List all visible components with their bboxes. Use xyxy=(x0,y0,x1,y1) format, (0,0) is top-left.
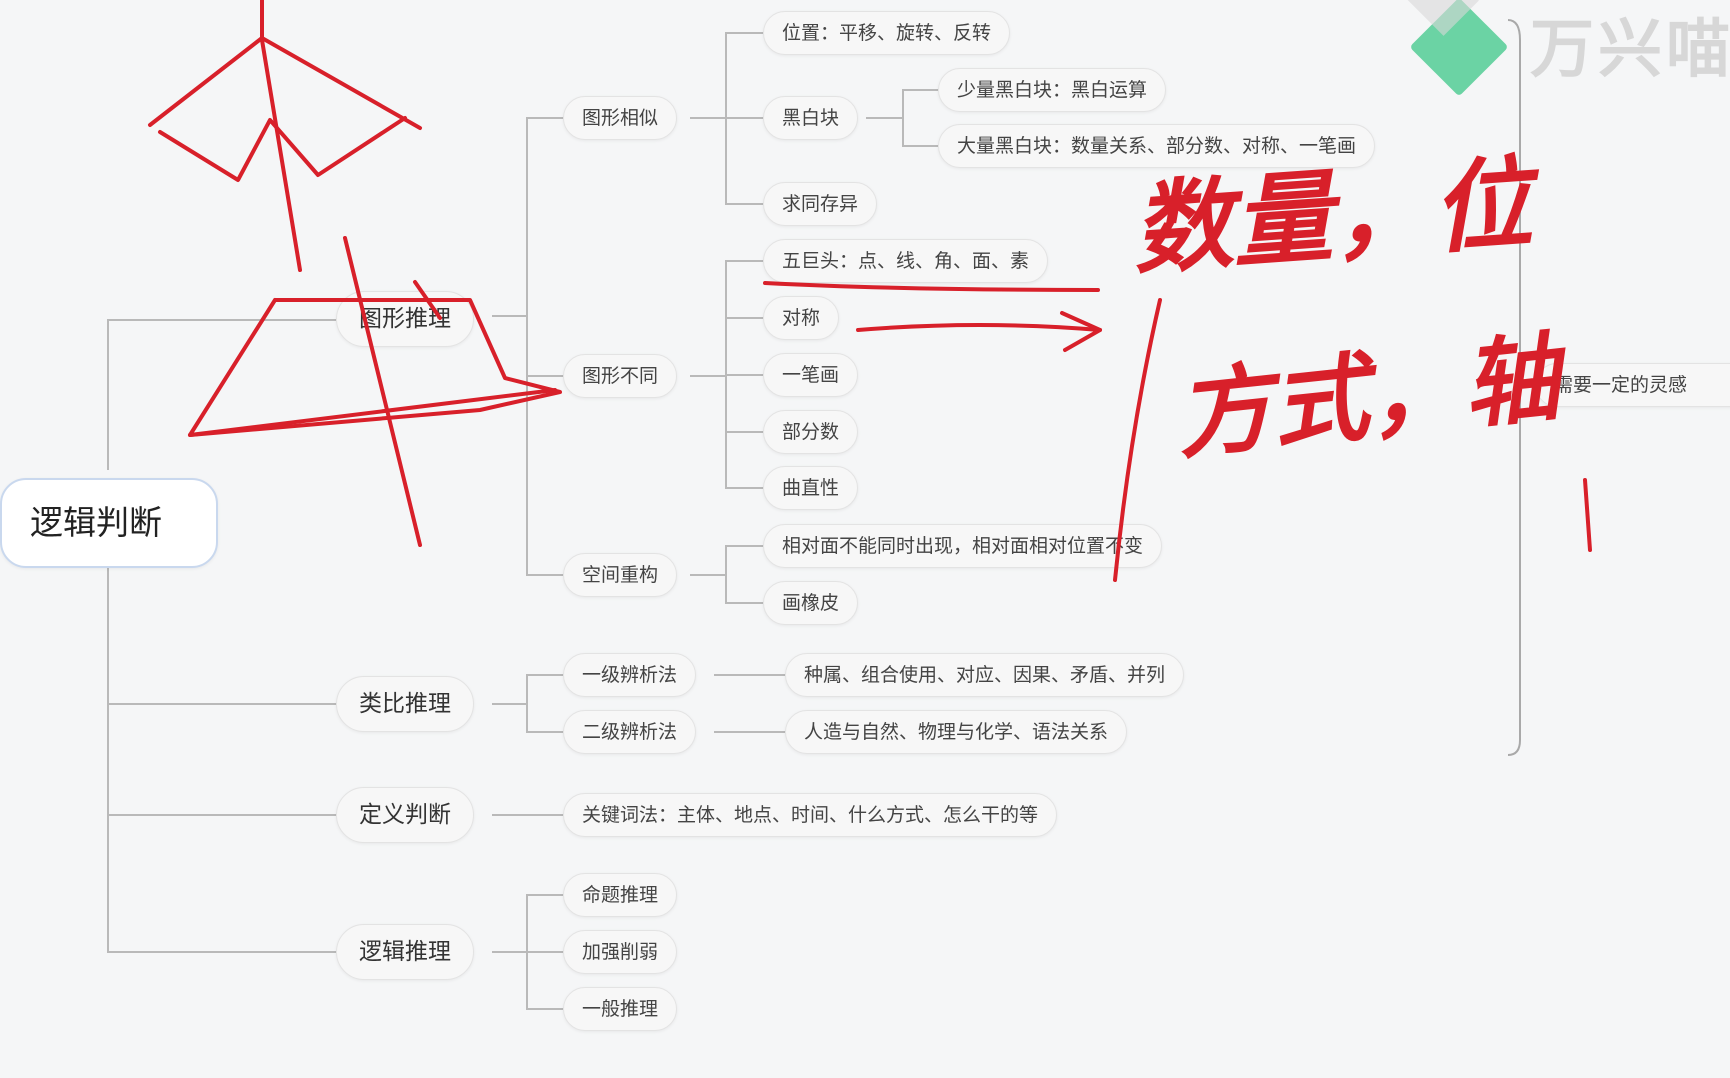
node-level1-analysis[interactable]: 一级辨析法 xyxy=(563,653,697,697)
watermark-text: 万兴喵 xyxy=(1530,13,1730,87)
node-spatial-reconstruction[interactable]: 空间重构 xyxy=(563,553,678,597)
ink-tick xyxy=(413,280,442,320)
ink-arrow xyxy=(856,323,1102,332)
node-eraser[interactable]: 画橡皮 xyxy=(763,581,859,625)
node-symmetry[interactable]: 对称 xyxy=(763,296,840,340)
ink-roof-left xyxy=(158,116,407,182)
ink-vertical-top xyxy=(260,0,302,272)
branch-definition-judgment[interactable]: 定义判断 xyxy=(336,787,474,843)
ink-roof xyxy=(148,36,422,130)
root-node[interactable]: 逻辑判断 xyxy=(0,478,218,568)
node-general-reasoning[interactable]: 一般推理 xyxy=(563,987,678,1031)
node-opposite-faces[interactable]: 相对面不能同时出现，相对面相对位置不变 xyxy=(763,524,1163,568)
ink-vertical-mid xyxy=(343,236,422,547)
node-level2-items[interactable]: 人造与自然、物理与化学、语法关系 xyxy=(785,710,1128,754)
ink-arrowhead xyxy=(1060,311,1102,352)
node-level2-analysis[interactable]: 二级辨析法 xyxy=(563,710,697,754)
node-keyword-method[interactable]: 关键词法：主体、地点、时间、什么方式、怎么干的等 xyxy=(563,793,1058,837)
node-graphic-similar[interactable]: 图形相似 xyxy=(563,96,678,140)
node-few-bw-blocks[interactable]: 少量黑白块：黑白运算 xyxy=(938,68,1167,112)
node-black-white-blocks[interactable]: 黑白块 xyxy=(763,96,859,140)
node-inspiration[interactable]: 需要一定的灵感 xyxy=(1535,363,1730,407)
node-many-bw-blocks[interactable]: 大量黑白块：数量关系、部分数、对称、一笔画 xyxy=(938,124,1376,168)
ink-trapezoid-base xyxy=(188,388,557,437)
ink-long-vertical xyxy=(1113,298,1162,582)
node-graphic-different[interactable]: 图形不同 xyxy=(563,354,678,398)
branch-analogy-reasoning[interactable]: 类比推理 xyxy=(336,676,474,732)
ink-text-line2: 方式，轴 xyxy=(1171,319,1576,473)
node-level1-items[interactable]: 种属、组合使用、对应、因果、矛盾、并列 xyxy=(785,653,1185,697)
branch-logic-reasoning[interactable]: 逻辑推理 xyxy=(336,924,474,980)
node-five-heads[interactable]: 五巨头：点、线、角、面、素 xyxy=(763,239,1049,283)
node-same-diff[interactable]: 求同存异 xyxy=(763,182,878,226)
node-strengthen-weaken[interactable]: 加强削弱 xyxy=(563,930,678,974)
node-part-count[interactable]: 部分数 xyxy=(763,410,859,454)
ink-underline xyxy=(763,281,1100,292)
ink-text-line1: 数量，位 xyxy=(1128,143,1545,289)
node-curve-straight[interactable]: 曲直性 xyxy=(763,466,859,510)
node-proposition-reasoning[interactable]: 命题推理 xyxy=(563,873,678,917)
node-position[interactable]: 位置：平移、旋转、反转 xyxy=(763,11,1011,55)
ink-right-bracket xyxy=(1583,478,1592,552)
node-one-stroke[interactable]: 一笔画 xyxy=(763,353,859,397)
